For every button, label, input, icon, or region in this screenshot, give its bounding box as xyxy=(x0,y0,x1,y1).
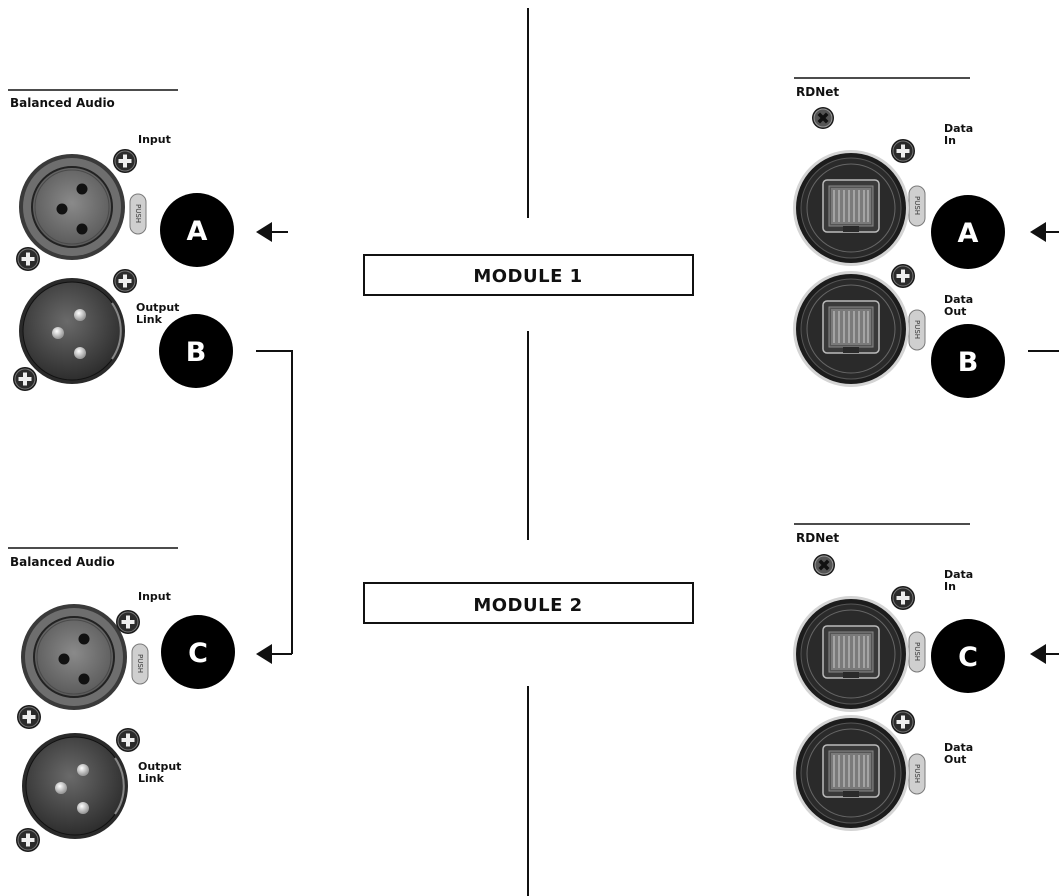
data-in-label-2: In xyxy=(944,580,956,593)
push-tab[interactable]: PUSH xyxy=(908,309,926,351)
ethercon-data-out xyxy=(792,270,910,388)
plus-screw-icon xyxy=(112,148,138,174)
module-2-label: MODULE 2 xyxy=(473,595,582,616)
badge-label: C xyxy=(188,638,208,669)
plus-screw-icon xyxy=(890,585,916,611)
badge-label: A xyxy=(187,216,208,247)
push-label: PUSH xyxy=(134,204,142,223)
data-in-label: Data xyxy=(944,568,973,581)
xlr-output-connector xyxy=(21,732,129,840)
plus-screw-icon xyxy=(15,827,41,853)
plus-screw-icon xyxy=(890,263,916,289)
audio-panel-2: Balanced Audio Input PUSH Output Link C xyxy=(8,547,292,853)
push-tab[interactable]: PUSH xyxy=(908,753,926,795)
module-1-box: MODULE 1 xyxy=(363,254,694,296)
push-tab[interactable]: PUSH xyxy=(129,193,147,235)
badge-c: C xyxy=(931,619,1005,693)
audio-panel-header: Balanced Audio xyxy=(10,96,115,110)
ethercon-data-in xyxy=(792,595,910,713)
arrow-left-icon xyxy=(1030,644,1059,664)
badge-label: A xyxy=(958,218,979,249)
ethercon-data-in xyxy=(792,149,910,267)
badge-label: B xyxy=(186,337,207,368)
plus-screw-icon xyxy=(112,268,138,294)
badge-label: B xyxy=(958,347,979,378)
data-out-label-2: Out xyxy=(944,753,966,766)
plus-screw-icon xyxy=(115,727,141,753)
plus-screw-icon xyxy=(890,709,916,735)
badge-b: B xyxy=(159,314,233,388)
push-label: PUSH xyxy=(913,320,921,339)
arrow-left-icon xyxy=(256,222,288,242)
audio-panel-1: Balanced Audio Input PUSH Output Link A … xyxy=(8,89,288,392)
rdnet-header: RDNet xyxy=(796,85,839,99)
push-tab[interactable]: PUSH xyxy=(908,185,926,227)
push-label: PUSH xyxy=(136,654,144,673)
data-out-label: Data xyxy=(944,741,973,754)
data-in-label-2: In xyxy=(944,134,956,147)
plus-screw-icon xyxy=(16,704,42,730)
ethercon-data-out xyxy=(792,714,910,832)
plus-screw-icon xyxy=(15,246,41,272)
link-label: Link xyxy=(136,313,163,326)
data-in-label: Data xyxy=(944,122,973,135)
module-1-label: MODULE 1 xyxy=(473,266,582,287)
badge-b: B xyxy=(931,324,1005,398)
push-tab[interactable]: PUSH xyxy=(131,643,149,685)
x-screw-icon xyxy=(811,106,835,130)
push-tab[interactable]: PUSH xyxy=(908,631,926,673)
badge-label: C xyxy=(958,642,978,673)
push-label: PUSH xyxy=(913,764,921,783)
audio-panel-header: Balanced Audio xyxy=(10,555,115,569)
link-label: Link xyxy=(138,772,165,785)
input-label: Input xyxy=(138,133,171,146)
link-line-b-to-c xyxy=(256,350,293,654)
data-out-label-2: Out xyxy=(944,305,966,318)
xlr-input-connector xyxy=(18,153,126,261)
rdnet-panel-1: RDNet Data In PUSH PUSH Data Out A B xyxy=(792,77,1059,398)
rdnet-header: RDNet xyxy=(796,531,839,545)
plus-screw-icon xyxy=(12,366,38,392)
xlr-input-connector xyxy=(20,603,128,711)
badge-c: C xyxy=(161,615,235,689)
output-label: Output xyxy=(136,301,179,314)
x-screw-icon xyxy=(812,553,836,577)
data-out-label: Data xyxy=(944,293,973,306)
badge-a: A xyxy=(160,193,234,267)
plus-screw-icon xyxy=(890,138,916,164)
push-label: PUSH xyxy=(913,196,921,215)
output-label: Output xyxy=(138,760,181,773)
arrow-left-icon xyxy=(256,644,292,664)
module-2-box: MODULE 2 xyxy=(363,582,694,624)
rdnet-panel-2: RDNet Data In PUSH PUSH Data Out C xyxy=(792,523,1059,832)
plus-screw-icon xyxy=(115,609,141,635)
push-label: PUSH xyxy=(913,642,921,661)
badge-a: A xyxy=(931,195,1005,269)
xlr-output-connector xyxy=(18,277,126,385)
arrow-left-icon xyxy=(1030,222,1059,242)
input-label: Input xyxy=(138,590,171,603)
